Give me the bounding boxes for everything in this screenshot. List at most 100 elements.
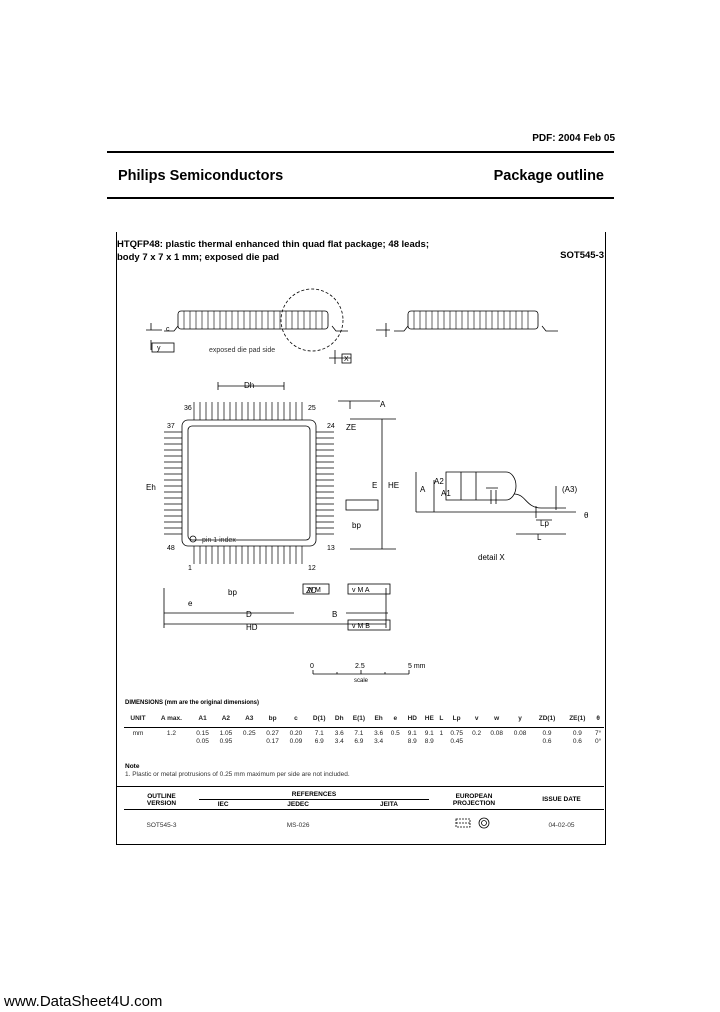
e-pitch-label: e xyxy=(188,599,193,608)
scale-label-0: 0 xyxy=(310,663,314,670)
dimensions-cell: 1 xyxy=(439,730,444,737)
dimensions-header-cell: A3 xyxy=(237,712,261,728)
dimensions-header-cell: Lp xyxy=(444,712,469,728)
dimensions-cell: 3.6 3.4 xyxy=(334,730,344,745)
ref-head-iec: IEC xyxy=(217,801,229,808)
ref-jeita xyxy=(349,810,429,834)
dimensions-header-cell: A2 xyxy=(214,712,238,728)
document-type: Package outline xyxy=(493,168,604,184)
dimensions-cell: 1.05 0.95 xyxy=(219,730,233,745)
note-title: Note xyxy=(125,763,140,770)
detail-x-view xyxy=(415,471,576,535)
pin-37: 37 xyxy=(167,423,175,430)
ref-head-issue: ISSUE DATE xyxy=(542,796,581,803)
dh-label: Dh xyxy=(244,381,254,390)
dimensions-header-cell: HE xyxy=(420,712,438,728)
ref-head-outline: OUTLINE VERSION xyxy=(146,792,177,807)
a-label: A xyxy=(420,485,426,494)
dimensions-header-cell: ZD(1) xyxy=(531,712,563,728)
top-view xyxy=(163,382,396,631)
projection-symbol xyxy=(429,810,519,834)
dimensions-header-cell: ZE(1) xyxy=(562,712,593,728)
dimensions-header-cell: w xyxy=(485,712,509,728)
refs-rule-top xyxy=(116,786,604,787)
dimensions-header-cell: E(1) xyxy=(347,712,371,728)
dimensions-cell: 7.1 6.9 xyxy=(354,730,364,745)
ref-head-projection: EUROPEAN PROJECTION xyxy=(452,792,496,807)
a-flag-label: A xyxy=(380,400,386,409)
w-m-label: w M xyxy=(307,587,321,594)
dimensions-cell: 0.15 0.05 xyxy=(196,730,209,745)
scale-bar xyxy=(312,670,410,675)
pin-24: 24 xyxy=(327,423,335,430)
package-code: SOT545-3 xyxy=(560,250,604,261)
dimensions-header-cell: c xyxy=(284,712,308,728)
dimensions-cell: 7.1 6.9 xyxy=(314,730,324,745)
note-text: 1. Plastic or metal protrusions of 0.25 … xyxy=(125,771,350,778)
b-flag-label: B xyxy=(332,610,337,619)
package-title: HTQFP48: plastic thermal enhanced thin q… xyxy=(117,238,429,264)
dimensions-header-cell: L xyxy=(437,712,445,728)
scale-label-mid: 2.5 xyxy=(355,663,365,670)
dimensions-cell: 0.9 0.6 xyxy=(572,730,582,745)
header-rule-bottom xyxy=(107,197,614,199)
hd-label: HD xyxy=(246,623,258,632)
ref-iec xyxy=(199,810,247,834)
dimensions-cell: 0.08 xyxy=(490,730,504,737)
dimensions-header-cell: D(1) xyxy=(307,712,331,728)
dimensions-header-cell: A1 xyxy=(190,712,215,728)
dimensions-cell: 0.08 xyxy=(513,730,527,737)
pin1-index-label: pin 1 index xyxy=(202,537,236,544)
dimensions-header-cell: bp xyxy=(260,712,285,728)
dimensions-header-cell: θ xyxy=(592,712,604,728)
dimensions-header-cell: A max. xyxy=(151,712,191,728)
scale-label-max: 5 mm xyxy=(408,663,426,670)
outline-frame xyxy=(116,232,606,845)
dimensions-cell: 0.20 0.09 xyxy=(289,730,303,745)
ref-jedec: MS-026 xyxy=(286,821,310,829)
pin-25: 25 xyxy=(308,405,316,412)
dimensions-header-cell: y xyxy=(508,712,532,728)
dimensions-cell: 0.25 xyxy=(242,730,256,737)
dimensions-cell: 0.5 xyxy=(390,730,400,737)
eh-label: Eh xyxy=(146,483,156,492)
pin-13: 13 xyxy=(327,545,335,552)
dimensions-header-cell: Dh xyxy=(330,712,348,728)
watermark: www.DataSheet4U.com xyxy=(4,993,163,1010)
ref-issue: 04-02-05 xyxy=(548,821,575,829)
zd-label: ZD xyxy=(306,586,317,595)
pin-12: 12 xyxy=(308,565,316,572)
theta-label: θ xyxy=(584,511,589,520)
company-name: Philips Semiconductors xyxy=(118,168,284,184)
dimensions-header-cell: HD xyxy=(403,712,421,728)
he-label: HE xyxy=(388,481,399,490)
pin-48: 48 xyxy=(167,545,175,552)
y-label: y xyxy=(157,345,161,352)
exposed-die-pad-label: exposed die pad side xyxy=(209,347,275,354)
detail-x-label: detail X xyxy=(478,553,505,562)
projection-icon xyxy=(455,817,490,829)
dimensions-cell: 1.2 xyxy=(166,730,176,737)
ze-label: ZE xyxy=(346,423,356,432)
d-label: D xyxy=(246,610,252,619)
dimensions-cell: 0.2 xyxy=(472,730,482,737)
dimensions-caption: DIMENSIONS (mm are the original dimensio… xyxy=(125,700,260,706)
side-view-right xyxy=(376,310,558,337)
dimensions-cell: 0.75 0.45 xyxy=(450,730,463,745)
dimensions-header-cell: e xyxy=(386,712,404,728)
pin-1: 1 xyxy=(188,565,192,572)
pdf-date: PDF: 2004 Feb 05 xyxy=(532,133,615,144)
dimensions-cell: 9.1 8.9 xyxy=(407,730,417,745)
c-label: c xyxy=(166,326,170,333)
scale-caption: scale xyxy=(354,678,369,684)
a1-label: A1 xyxy=(441,489,451,498)
v-m-a-label: v M A xyxy=(352,587,370,594)
package-title-line1: HTQFP48: plastic thermal enhanced thin q… xyxy=(117,239,429,250)
v-m-b-label: v M B xyxy=(352,623,370,630)
dimensions-cell: 9.1 8.9 xyxy=(424,730,434,745)
a3-label: (A3) xyxy=(562,485,577,494)
dimensions-cell: 7° 0° xyxy=(595,730,602,745)
